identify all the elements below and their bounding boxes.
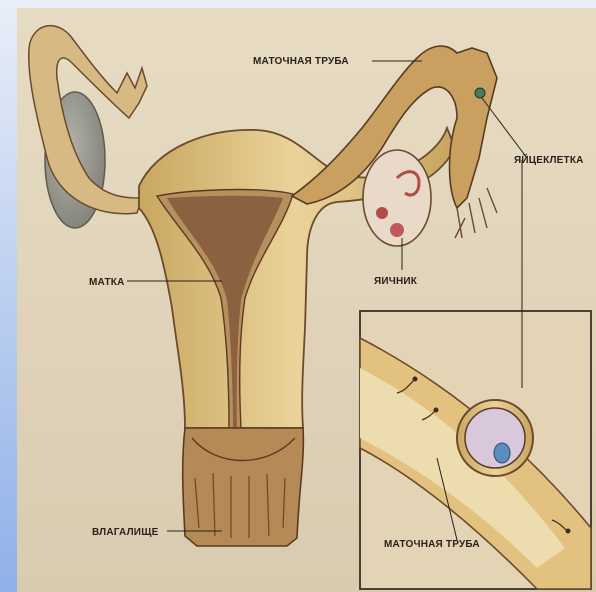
inset-egg-cell xyxy=(465,408,525,468)
sperm-head-3 xyxy=(566,529,571,534)
label-inset-tube: МАТОЧНАЯ ТРУБА xyxy=(384,539,480,550)
sperm-head-2 xyxy=(434,408,439,413)
egg-cell-dot xyxy=(475,88,485,98)
reproductive-system-diagram: МАТОЧНАЯ ТРУБА ЯЙЦЕКЛЕТКА ЯИЧНИК МАТКА В… xyxy=(17,8,596,592)
label-vagina: ВЛАГАЛИЩЕ xyxy=(92,527,159,538)
ovary-follicle-1 xyxy=(376,207,388,219)
label-uterus: МАТКА xyxy=(89,277,125,288)
label-fallopian-tube: МАТОЧНАЯ ТРУБА xyxy=(253,56,349,67)
illustration-frame: МАТОЧНАЯ ТРУБА ЯЙЦЕКЛЕТКА ЯИЧНИК МАТКА В… xyxy=(17,8,596,592)
ovary-follicle-2 xyxy=(390,223,404,237)
sperm-head-1 xyxy=(413,377,418,382)
label-egg-cell: ЯЙЦЕКЛЕТКА xyxy=(514,153,584,166)
label-ovary: ЯИЧНИК xyxy=(374,276,418,287)
inset-egg-nucleus xyxy=(494,443,510,463)
